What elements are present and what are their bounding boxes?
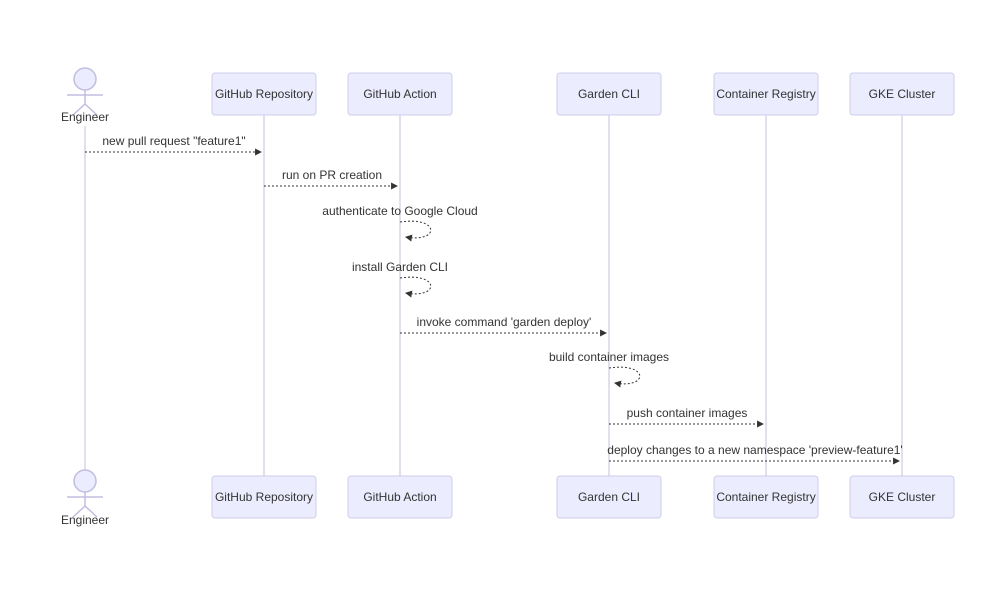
actor-left-leg <box>72 505 86 518</box>
participant-label: Garden CLI <box>578 87 640 101</box>
participant-label: GitHub Repository <box>215 87 313 101</box>
actor-right-leg <box>84 505 98 518</box>
message-label: new pull request "feature1" <box>102 134 245 148</box>
actor-head <box>73 67 97 91</box>
participant-gke-cluster-top: GKE Cluster <box>849 72 955 116</box>
participant-label: GKE Cluster <box>869 490 936 504</box>
message-label: deploy changes to a new namespace 'previ… <box>607 443 902 457</box>
message-install-garden-cli: install Garden CLI <box>352 260 448 298</box>
message-label: invoke command 'garden deploy' <box>417 315 592 329</box>
participant-label: Container Registry <box>716 490 815 504</box>
participant-label: Container Registry <box>716 87 815 101</box>
actor-left-leg <box>72 103 86 116</box>
actor-engineer-top: Engineer <box>61 67 109 124</box>
message-label: install Garden CLI <box>352 260 448 274</box>
actor-head <box>73 469 97 493</box>
participant-container-registry-bottom: Container Registry <box>713 475 819 519</box>
participant-box <box>849 475 955 519</box>
participant-box <box>211 72 317 116</box>
message-authenticate-google-cloud: authenticate to Google Cloud <box>322 204 478 242</box>
message-deploy-namespace: deploy changes to a new namespace 'previ… <box>607 443 903 465</box>
message-label: build container images <box>549 350 669 364</box>
participant-label: GitHub Action <box>363 490 436 504</box>
message-label: push container images <box>627 406 748 420</box>
participant-box <box>347 475 453 519</box>
message-label: run on PR creation <box>282 168 382 182</box>
message-self-loop <box>399 220 432 242</box>
actor-right-leg <box>84 103 98 116</box>
participant-label: Garden CLI <box>578 490 640 504</box>
participant-github-action-bottom: GitHub Action <box>347 475 453 519</box>
participant-box <box>347 72 453 116</box>
participant-github-action-top: GitHub Action <box>347 72 453 116</box>
participant-garden-cli-top: Garden CLI <box>556 72 662 116</box>
message-self-loop <box>608 366 641 388</box>
participant-container-registry-top: Container Registry <box>713 72 819 116</box>
participant-label: GKE Cluster <box>869 87 936 101</box>
actor-engineer-label-bottom: Engineer <box>61 513 109 527</box>
participant-github-repository-top: GitHub Repository <box>211 72 317 116</box>
message-build-container-images: build container images <box>549 350 669 388</box>
actor-engineer-bottom: Engineer <box>61 469 109 527</box>
actor-engineer-label-top: Engineer <box>61 110 109 124</box>
message-self-loop <box>399 276 432 298</box>
participant-label: GitHub Action <box>363 87 436 101</box>
participant-box <box>556 72 662 116</box>
message-push-container-images: push container images <box>609 406 765 428</box>
participant-box <box>713 475 819 519</box>
participant-gke-cluster-bottom: GKE Cluster <box>849 475 955 519</box>
message-new-pull-request: new pull request "feature1" <box>85 134 263 156</box>
participant-label: GitHub Repository <box>215 490 313 504</box>
participant-github-repository-bottom: GitHub Repository <box>211 475 317 519</box>
participant-box <box>556 475 662 519</box>
participant-box <box>211 475 317 519</box>
participant-garden-cli-bottom: Garden CLI <box>556 475 662 519</box>
message-run-on-pr-creation: run on PR creation <box>264 168 399 190</box>
participant-box <box>713 72 819 116</box>
message-label: authenticate to Google Cloud <box>322 204 477 218</box>
message-invoke-garden-deploy: invoke command 'garden deploy' <box>400 315 608 337</box>
participant-box <box>849 72 955 116</box>
